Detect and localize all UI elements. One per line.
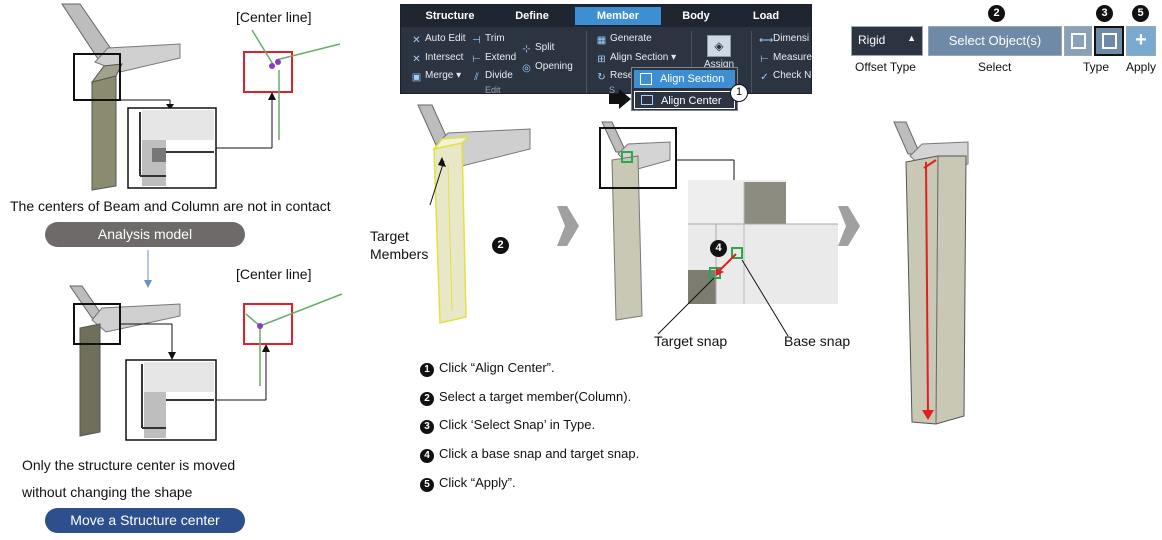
edit-group-label: Edit [485, 85, 501, 95]
type-label: Type [1083, 60, 1110, 74]
menu-item-align-section[interactable]: Align Section [634, 70, 735, 88]
align-center-icon [641, 95, 653, 105]
badge-5: 5 [1132, 5, 1149, 22]
callout-1-badge: 1 [730, 84, 748, 102]
split-icon: ⊹ [522, 44, 531, 55]
apply-label: Apply [1126, 60, 1157, 74]
offset-type-select[interactable]: Rigid ▲ [851, 26, 923, 56]
select-label: Select [978, 60, 1012, 74]
divide-button[interactable]: ⫽Divide [471, 70, 513, 83]
chevron-right-icon [557, 206, 579, 246]
step-number: 5 [420, 478, 434, 492]
align-section-dropdown: Align Section Align Center [631, 67, 738, 111]
split-button[interactable]: ⊹Split [522, 42, 555, 55]
step-number: 2 [420, 392, 434, 406]
select-objects-button[interactable]: Select Object(s) [928, 26, 1062, 56]
offset-type-label: Offset Type [855, 60, 916, 74]
base-snap-label: Base snap [784, 333, 851, 349]
center-line-label-bottom: [Center line] [236, 266, 312, 282]
align-section-icon [640, 73, 652, 85]
center-line-label-top: [Center line] [236, 9, 312, 25]
reset-icon: ↻ [597, 72, 606, 83]
ribbon-tab-bar: Structure Define Member Body Load [401, 5, 811, 27]
menu-item-align-center[interactable]: Align Center [634, 91, 735, 109]
opening-button[interactable]: ◎Opening [522, 61, 573, 74]
snap-selection-view [599, 121, 838, 337]
auto-edit-button[interactable]: ✕Auto Edit [412, 33, 466, 46]
move-structure-center-pill: Move a Structure center [45, 508, 245, 533]
caption-structure-center-1: Only the structure center is moved [22, 457, 236, 473]
reset-button[interactable]: ↻Rese [597, 70, 634, 83]
beam-column-model-top [61, 3, 341, 191]
tab-structure[interactable]: Structure [425, 10, 475, 22]
tab-body[interactable]: Body [682, 10, 710, 22]
align-section-button[interactable]: ⊞Align Section ▾ [597, 52, 677, 65]
step-number: 3 [420, 420, 434, 434]
merge-icon: ▣ [411, 72, 422, 83]
target-members-label-1: Target [370, 228, 409, 244]
merge-button[interactable]: ▣Merge ▾ [411, 70, 462, 83]
type-grid-button[interactable] [1064, 26, 1092, 56]
step-number: 1 [420, 363, 434, 377]
offset-type-value: Rigid [858, 33, 886, 47]
badge-2: 2 [988, 5, 1005, 22]
measure-button[interactable]: ⊢Measure [760, 52, 812, 65]
check-icon: ✓ [760, 72, 769, 83]
opening-icon: ◎ [522, 63, 531, 74]
down-arrow-icon [144, 250, 152, 288]
generate-icon: ▦ [596, 35, 607, 46]
trim-button[interactable]: ⊣Trim [472, 33, 505, 46]
analysis-model-pill: Analysis model [45, 222, 245, 247]
chevron-up-icon: ▲ [907, 33, 916, 43]
generate-button[interactable]: ▦Generate [596, 33, 652, 46]
ribbon-separator [751, 31, 752, 93]
badge-2-middle: 2 [492, 237, 509, 254]
dimension-button[interactable]: ⟷Dimensi [759, 33, 810, 46]
trim-icon: ⊣ [472, 35, 481, 46]
badge-3: 3 [1096, 5, 1113, 22]
measure-icon: ⊢ [760, 54, 769, 65]
dimension-icon: ⟷ [759, 35, 774, 46]
extend-icon: ⊢ [472, 54, 481, 65]
type-select-snap-button[interactable] [1094, 26, 1124, 56]
extend-button[interactable]: ⊢Extend [472, 52, 517, 65]
chevron-right-icon [838, 206, 860, 246]
intersect-button[interactable]: ✕Intersect [412, 52, 464, 65]
check-button[interactable]: ✓Check N [760, 70, 812, 83]
tab-define[interactable]: Define [515, 10, 549, 22]
select-snap-icon [1102, 33, 1117, 49]
tab-member[interactable]: Member [575, 7, 661, 25]
ribbon-separator [691, 31, 692, 93]
divide-icon: ⫽ [474, 72, 479, 83]
caption-structure-center-2: without changing the shape [22, 484, 193, 500]
auto-edit-icon: ✕ [412, 35, 421, 46]
caption-not-in-contact: The centers of Beam and Column are not i… [10, 198, 331, 214]
step-number: 4 [420, 449, 434, 463]
plus-icon: + [1135, 29, 1147, 51]
assign-button[interactable]: ◈ Assign [701, 35, 737, 71]
tab-load[interactable]: Load [752, 10, 780, 22]
section-group-label: S [609, 85, 616, 95]
member-ribbon: Structure Define Member Body Load ✕Auto … [400, 4, 812, 95]
beam-column-model-bottom [69, 285, 343, 441]
intersect-icon: ✕ [412, 54, 421, 65]
target-snap-label: Target snap [654, 333, 728, 349]
aligned-result-view [893, 121, 969, 425]
ribbon-separator [586, 31, 587, 93]
apply-button[interactable]: + [1126, 26, 1156, 56]
target-members-view [417, 104, 531, 324]
badge-4: 4 [710, 240, 727, 257]
pointer-arrow-icon [609, 89, 631, 109]
target-members-label-2: Members [370, 246, 429, 262]
assign-icon: ◈ [707, 35, 731, 57]
align-section-icon: ⊞ [597, 54, 606, 65]
grid-type-icon [1071, 33, 1086, 49]
